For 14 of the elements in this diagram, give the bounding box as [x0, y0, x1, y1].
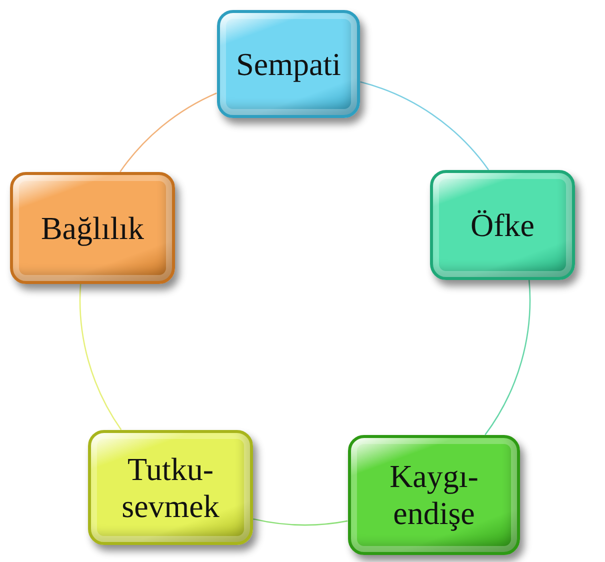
box-label: Bağlılık	[40, 210, 144, 246]
rounded-box	[348, 435, 520, 555]
box-label: Tutku- sevmek	[120, 450, 220, 524]
rounded-box	[10, 172, 175, 284]
connector-arc	[80, 284, 122, 430]
connector-arc	[360, 81, 490, 170]
rounded-box	[430, 170, 575, 280]
connector-arc	[484, 280, 530, 436]
box-label: Kaygı- endişe	[388, 458, 480, 532]
connector-arc	[253, 518, 348, 526]
rounded-box	[217, 10, 360, 118]
box-label: Sempati	[236, 46, 341, 82]
box-label: Öfke	[470, 206, 534, 244]
rounded-box	[88, 430, 253, 545]
